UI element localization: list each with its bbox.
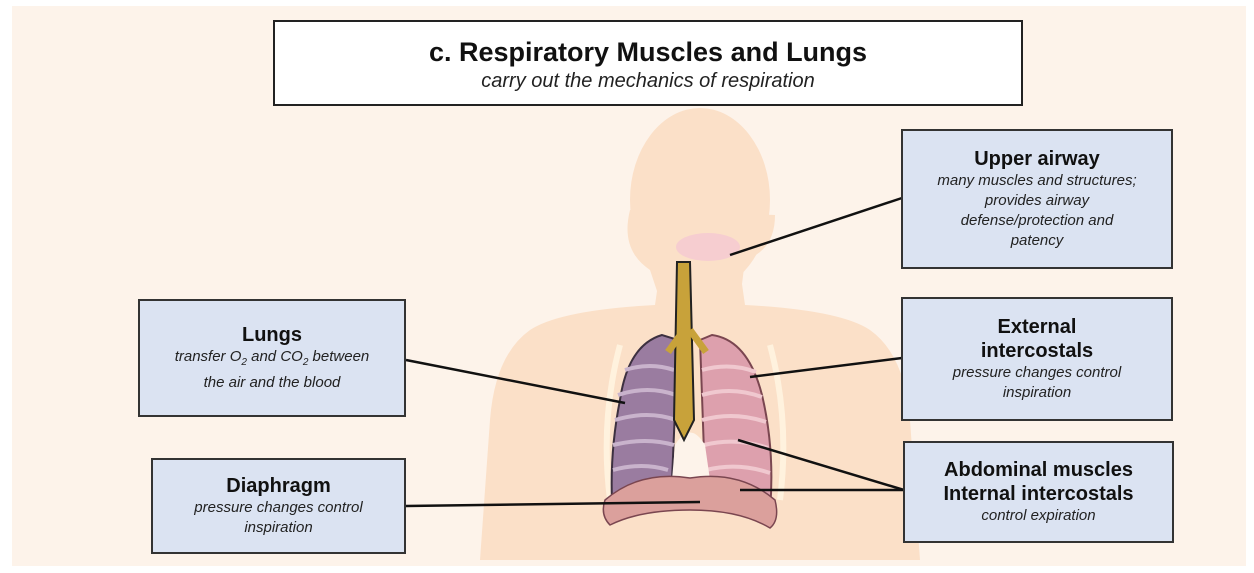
title-box: c. Respiratory Muscles and Lungs carry o… bbox=[273, 20, 1023, 106]
lungs-label: Lungs transfer O2 and CO2 between the ai… bbox=[138, 299, 406, 417]
external-intercostals-title: External intercostals bbox=[962, 315, 1112, 363]
external-intercostals-label: External intercostals pressure changes c… bbox=[901, 297, 1173, 421]
upper-airway-structure bbox=[676, 233, 740, 261]
upper-airway-desc: many muscles and structures; provides ai… bbox=[937, 171, 1137, 251]
abdominal-muscles-title: Abdominal muscles bbox=[944, 458, 1133, 482]
diagram-subtitle: carry out the mechanics of respiration bbox=[275, 68, 1021, 94]
diaphragm-desc: pressure changes control inspiration bbox=[174, 498, 384, 538]
diagram-title: c. Respiratory Muscles and Lungs bbox=[275, 36, 1021, 68]
lungs-desc: transfer O2 and CO2 between the air and … bbox=[167, 347, 377, 393]
diaphragm-label: Diaphragm pressure changes control inspi… bbox=[151, 458, 406, 554]
external-intercostals-desc: pressure changes control inspiration bbox=[932, 363, 1142, 403]
lungs-title: Lungs bbox=[242, 323, 302, 347]
diaphragm-title: Diaphragm bbox=[226, 474, 330, 498]
upper-airway-label: Upper airway many muscles and structures… bbox=[901, 129, 1173, 269]
abdominal-desc: control expiration bbox=[981, 506, 1095, 526]
internal-intercostals-title: Internal intercostals bbox=[943, 482, 1133, 506]
upper-airway-title: Upper airway bbox=[974, 147, 1100, 171]
abdominal-muscles-label: Abdominal muscles Internal intercostals … bbox=[903, 441, 1174, 543]
